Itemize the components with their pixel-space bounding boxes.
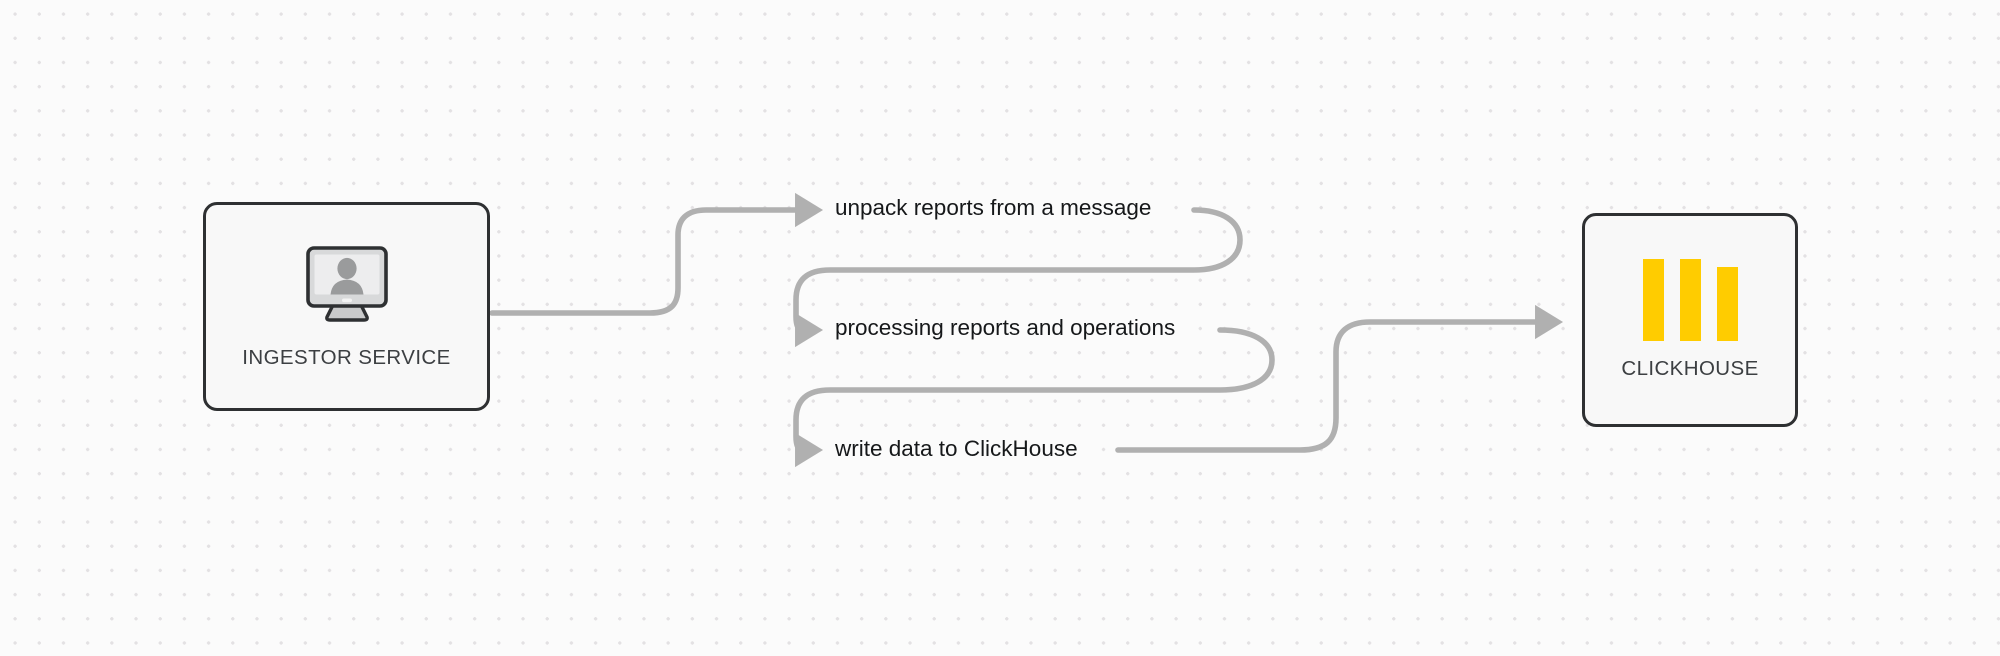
edge-path-2 [793, 207, 1243, 348]
clickhouse-bar-2 [1679, 259, 1701, 341]
clickhouse-bar-3 [1716, 267, 1738, 341]
node-clickhouse[interactable]: CLICKHOUSE [1582, 213, 1798, 427]
clickhouse-bar-1 [1642, 259, 1664, 341]
node-ingestor-service[interactable]: INGESTOR SERVICE [203, 202, 490, 411]
edge-path-1 [489, 192, 824, 316]
node-clickhouse-label: CLICKHOUSE [1621, 357, 1759, 380]
node-ingestor-service-label: INGESTOR SERVICE [242, 346, 451, 369]
clickhouse-logo-icon [1642, 259, 1738, 341]
edge-label-write-data[interactable]: write data to ClickHouse [828, 434, 1085, 466]
edge-label-unpack-reports[interactable]: unpack reports from a message [828, 193, 1159, 225]
edge-label-processing-reports[interactable]: processing reports and operations [828, 313, 1183, 345]
edge-path-3 [793, 327, 1275, 468]
monitor-user-icon [302, 243, 392, 330]
